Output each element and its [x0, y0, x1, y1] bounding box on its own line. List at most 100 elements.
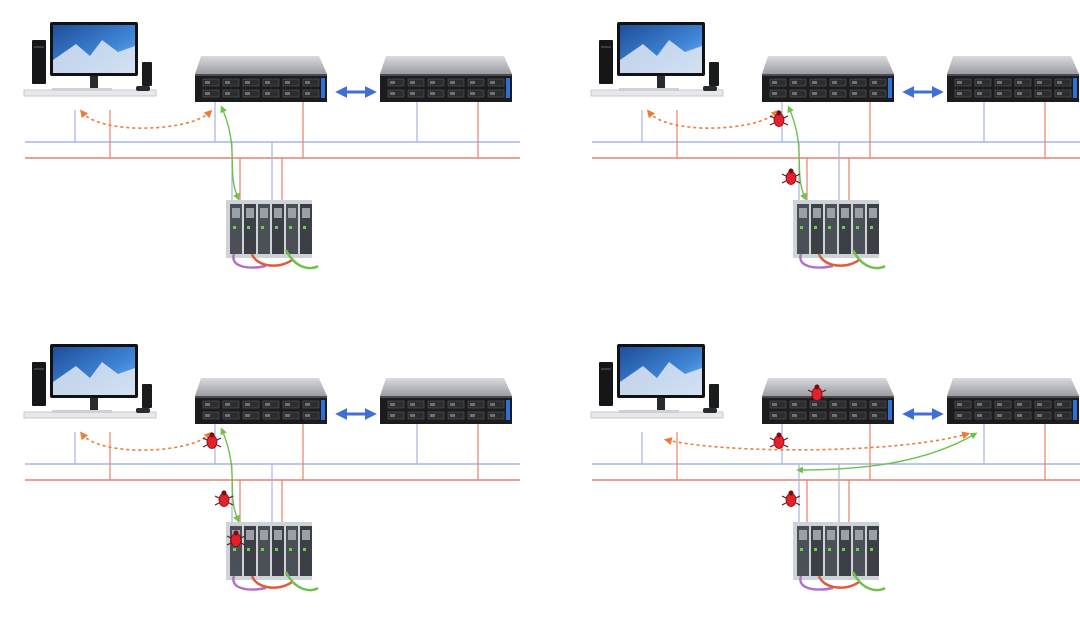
backup-server	[380, 56, 512, 102]
drive-bay	[1034, 411, 1052, 420]
mouse	[703, 408, 717, 413]
drive-bay	[1034, 400, 1052, 409]
bug-icon	[781, 490, 801, 507]
control-data-flow	[220, 105, 240, 201]
backup-server	[947, 378, 1079, 424]
drive-bay	[202, 400, 220, 409]
desktop-computer-icon	[23, 344, 157, 419]
plc-led	[247, 548, 250, 551]
bug-head	[233, 530, 239, 536]
drive-bay	[769, 411, 787, 420]
drive-bay	[789, 400, 807, 409]
plc-controller-icon	[226, 200, 319, 270]
red-cable	[817, 253, 860, 267]
drive-bay	[487, 78, 505, 87]
drive-bay	[994, 411, 1012, 420]
drive-bay	[302, 78, 320, 87]
drive-bay	[222, 78, 240, 87]
primary-server	[195, 378, 327, 424]
plc-led	[261, 226, 264, 229]
speaker	[709, 384, 719, 408]
drive-bay	[202, 78, 220, 87]
drive-bay	[954, 89, 972, 98]
drive-bay	[1014, 400, 1032, 409]
drive-bay	[849, 411, 867, 420]
desktop-computer-icon	[23, 22, 157, 97]
drive-bay	[407, 400, 425, 409]
drive-bay	[242, 400, 260, 409]
panel-normal-operation	[23, 22, 520, 270]
primary-server	[762, 378, 894, 424]
server-top	[947, 56, 1079, 74]
status-led	[321, 78, 325, 98]
drive-bay	[467, 78, 485, 87]
bug-icon	[781, 168, 801, 185]
mountain-wallpaper	[620, 40, 702, 73]
control-data-flow	[787, 105, 807, 201]
keyboard	[52, 88, 112, 91]
drive-bay	[387, 89, 405, 98]
pc-tower	[32, 362, 46, 406]
plc-led	[856, 226, 859, 229]
drive-bay	[447, 78, 465, 87]
red-cable	[250, 575, 293, 589]
status-led	[888, 78, 892, 98]
plc-led	[814, 226, 817, 229]
plc-led	[247, 226, 250, 229]
purple-cable	[232, 575, 267, 591]
plc-led	[828, 226, 831, 229]
plc-led	[289, 548, 292, 551]
server-top	[762, 378, 894, 396]
control-data-flow	[796, 432, 978, 474]
drive-bay	[809, 78, 827, 87]
bug-head	[776, 432, 782, 438]
drive-bay	[407, 89, 425, 98]
drive-bay	[282, 78, 300, 87]
drive-bay	[994, 89, 1012, 98]
server-front	[195, 74, 327, 102]
drive-bay	[262, 78, 280, 87]
server-front	[380, 74, 512, 102]
drive-bay	[974, 78, 992, 87]
bug-icon	[226, 530, 246, 547]
keyboard	[619, 410, 679, 413]
drive-bay	[849, 78, 867, 87]
drive-bay	[789, 411, 807, 420]
drive-bay	[427, 89, 445, 98]
green-cable	[851, 249, 886, 270]
drive-bay	[1034, 78, 1052, 87]
bug-head	[776, 110, 782, 116]
server-top	[195, 378, 327, 396]
plc-led	[303, 548, 306, 551]
drive-bay	[829, 411, 847, 420]
plc-controller-icon	[793, 200, 886, 270]
purple-cable	[799, 575, 834, 591]
mouse	[136, 86, 150, 91]
green-cable	[284, 571, 319, 592]
status-led	[888, 400, 892, 420]
status-led	[506, 400, 510, 420]
pc-tower	[599, 40, 613, 84]
drive-bay	[1054, 89, 1072, 98]
drive-bay	[427, 411, 445, 420]
drive-bay	[262, 400, 280, 409]
drive-bay	[407, 411, 425, 420]
hmi-data-flow	[80, 109, 213, 129]
drive-bay	[467, 411, 485, 420]
plc-led	[261, 548, 264, 551]
status-led	[1073, 78, 1077, 98]
drive-bay	[974, 400, 992, 409]
drive-bay	[974, 411, 992, 420]
drive-bay	[387, 411, 405, 420]
drive-bay	[222, 89, 240, 98]
bug-head	[788, 490, 794, 496]
keyboard	[52, 410, 112, 413]
speaker	[142, 384, 152, 408]
drive-bay	[302, 89, 320, 98]
plc-led	[828, 548, 831, 551]
drive-bay	[769, 89, 787, 98]
plc-controller-icon	[226, 522, 319, 592]
hmi-data-flow	[663, 431, 971, 451]
drive-bay	[994, 78, 1012, 87]
